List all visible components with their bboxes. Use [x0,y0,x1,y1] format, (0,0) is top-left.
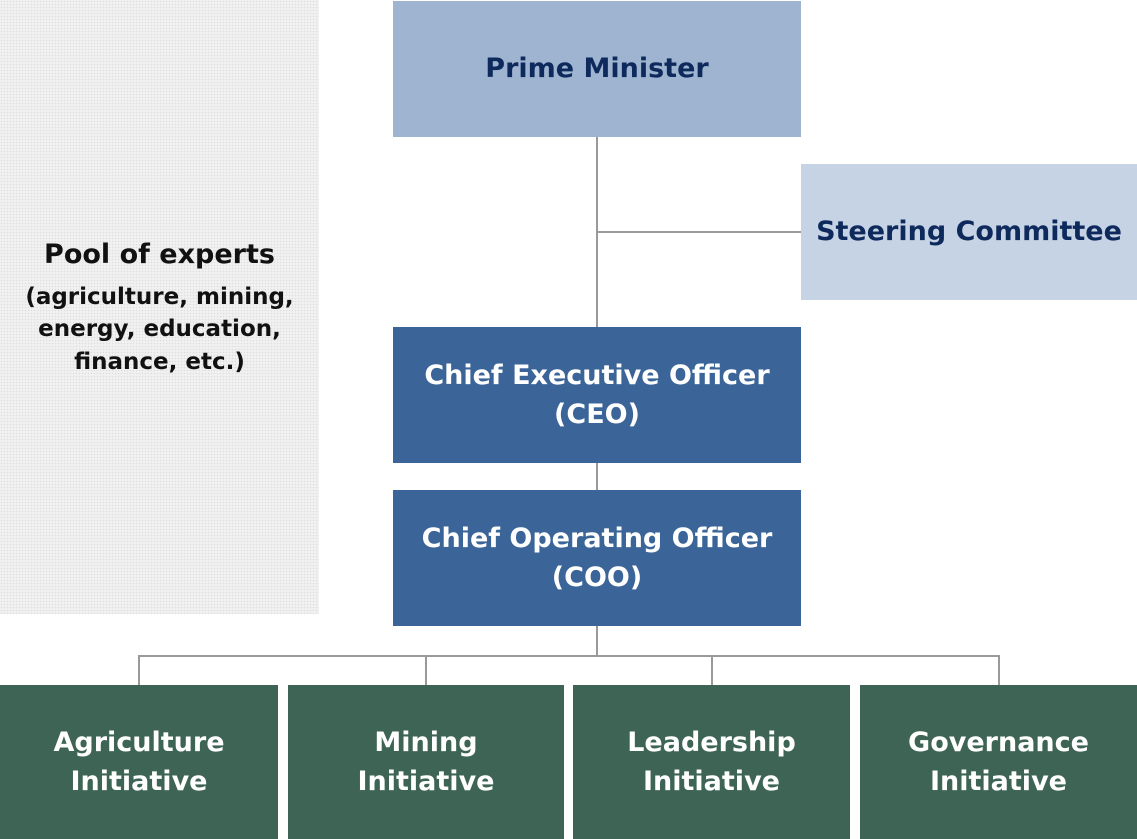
connector-initiatives-bus [138,655,1000,657]
coo-abbreviation: (COO) [551,562,643,593]
initiative-label: Initiative [70,766,208,797]
prime-minister-label: Prime Minister [485,53,709,85]
connector-agriculture-drop [138,655,140,685]
connector-ceo-to-coo [596,463,598,490]
pool-of-experts-title: Pool of experts [44,239,275,271]
governance-initiative-box: Governance Initiative [860,685,1137,839]
initiative-name: Agriculture [53,726,225,758]
connector-mining-drop [425,655,427,685]
initiative-name: Mining [374,726,478,758]
initiative-label: Initiative [643,766,780,797]
pool-of-experts-line: energy, education, [38,316,281,343]
agriculture-initiative-box: Agriculture Initiative [0,685,278,839]
connector-governance-drop [998,655,1000,685]
pool-of-experts-line: finance, etc.) [74,348,245,375]
coo-title: Chief Operating Officer [421,522,773,554]
coo-box: Chief Operating Officer (COO) [393,490,801,626]
pool-of-experts-line: (agriculture, mining, [25,283,294,310]
initiative-label: Initiative [930,766,1067,797]
connector-leadership-drop [711,655,713,685]
connector-to-steering-committee [597,231,801,233]
initiative-name: Governance [908,726,1089,758]
mining-initiative-box: Mining Initiative [288,685,564,839]
steering-committee-label: Steering Committee [816,216,1122,248]
ceo-box: Chief Executive Officer (CEO) [393,327,801,463]
pool-of-experts-box: Pool of experts (agriculture, mining, en… [0,0,319,614]
initiative-label: Initiative [357,766,495,797]
ceo-abbreviation: (CEO) [554,399,640,430]
ceo-title: Chief Executive Officer [424,359,770,391]
initiative-name: Leadership [627,726,796,758]
leadership-initiative-box: Leadership Initiative [573,685,850,839]
steering-committee-box: Steering Committee [801,164,1137,300]
prime-minister-box: Prime Minister [393,1,801,137]
connector-coo-down [596,626,598,656]
